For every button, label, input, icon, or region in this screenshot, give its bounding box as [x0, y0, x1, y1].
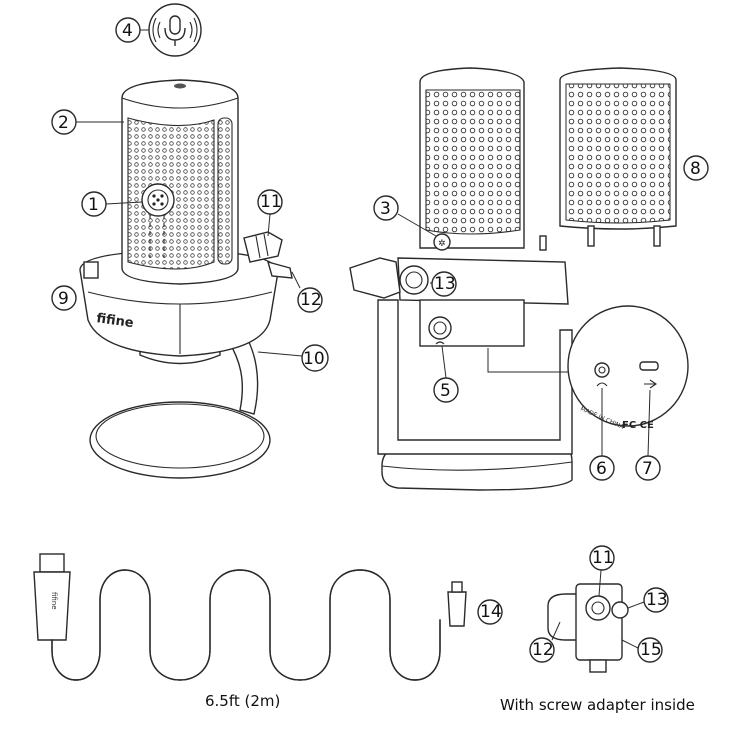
svg-text:1: 1 [88, 195, 99, 215]
svg-text:6: 6 [596, 459, 607, 479]
callout-2 [51, 109, 77, 135]
gain-knob-icon [428, 316, 452, 340]
svg-text:4: 4 [122, 21, 133, 41]
svg-text:11: 11 [260, 192, 282, 212]
usb-cable: fifine 6.5ft (2m) [33, 553, 467, 710]
headphone-level-mark [435, 341, 445, 345]
callout-14 [477, 599, 503, 625]
mute-touch-icon-bubble [148, 3, 202, 57]
svg-text:10: 10 [303, 349, 325, 369]
callout-5 [433, 377, 459, 403]
headphone-jack-icon [594, 362, 610, 387]
usb-icon [639, 361, 659, 389]
callout-11 [257, 189, 283, 215]
cable-length-label: 6.5ft (2m) [205, 692, 280, 710]
mic-mute-touch-icon [152, 15, 198, 46]
callout-1 [81, 191, 107, 217]
coiled-cable [51, 569, 441, 681]
callout-12 [297, 287, 323, 313]
svg-text:11: 11 [592, 548, 614, 568]
bottom-ports-bubble [567, 305, 689, 427]
callout-13-adapter [643, 587, 669, 613]
callout-13 [431, 271, 457, 297]
svg-text:2: 2 [58, 113, 69, 133]
side-screw-knob [399, 265, 429, 295]
brand-logo: fifine [95, 311, 134, 331]
callout-9 [51, 285, 77, 311]
svg-text:3: 3 [380, 199, 391, 219]
svg-text:13: 13 [434, 274, 456, 294]
svg-text:14: 14 [480, 602, 502, 622]
callout-12-adapter [529, 637, 555, 663]
svg-text:fifine: fifine [50, 592, 58, 610]
svg-text:13: 13 [646, 590, 668, 610]
side-mesh-grille [425, 89, 521, 235]
svg-text:12: 12 [532, 640, 554, 660]
front-microphone: fifine [79, 79, 293, 479]
svg-text:✲: ✲ [438, 239, 446, 249]
svg-text:9: 9 [58, 289, 69, 309]
adapter-caption: With screw adapter inside [500, 696, 695, 714]
callout-8 [683, 155, 709, 181]
callouts: 1 2 3 4 5 6 7 8 9 10 [51, 17, 709, 663]
u-stand [377, 299, 573, 455]
callout-4 [115, 17, 141, 43]
side-knob [243, 231, 283, 263]
gain-light-button [433, 233, 451, 251]
callout-3 [373, 195, 399, 221]
callout-7 [635, 455, 661, 481]
stand-tube [227, 329, 259, 415]
front-base [89, 401, 271, 479]
pop-filter [559, 67, 677, 247]
callout-6 [589, 455, 615, 481]
svg-text:8: 8 [690, 159, 701, 179]
usb-a-plug [39, 553, 65, 573]
callout-10 [301, 344, 329, 372]
svg-text:7: 7 [642, 459, 653, 479]
screw-adapter: With screw adapter inside [500, 583, 695, 714]
svg-text:12: 12 [300, 290, 322, 310]
svg-text:15: 15 [640, 640, 662, 660]
callout-15 [637, 637, 663, 663]
svg-text:FC CE: FC CE [622, 420, 654, 431]
callout-11-adapter [589, 545, 615, 571]
usb-c-plug [447, 591, 467, 627]
svg-text:5: 5 [440, 381, 451, 401]
